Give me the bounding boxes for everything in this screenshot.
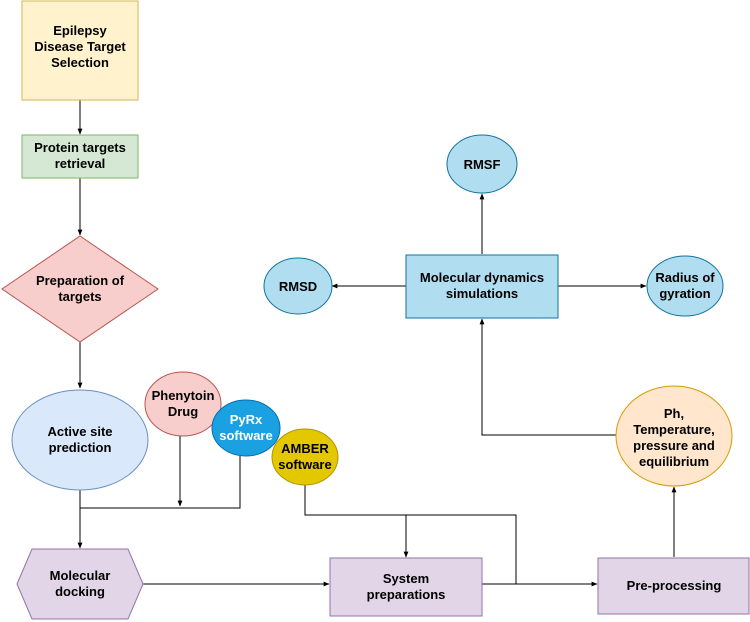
ph-temperature-ellipse bbox=[615, 385, 733, 487]
epilepsy-label-line: Disease Target bbox=[34, 39, 126, 54]
rmsf-ellipse bbox=[446, 134, 518, 194]
epilepsy-box bbox=[21, 0, 139, 101]
edge-pyrx-to-docking-path bbox=[80, 456, 241, 509]
system_prep-label-line: preparations bbox=[367, 587, 446, 602]
preprocessing-label-line: Pre-processing bbox=[627, 578, 722, 593]
protein-box bbox=[21, 134, 139, 179]
system-prep-box bbox=[329, 557, 483, 617]
active_site-label-line: prediction bbox=[49, 440, 112, 455]
pyrx-label-line: PyRx bbox=[230, 412, 263, 427]
preprocessing-label: Pre-processing bbox=[627, 578, 722, 593]
ph_temp-label-line: equilibrium bbox=[639, 454, 709, 469]
pyrx-label-line: software bbox=[219, 428, 272, 443]
radius-ellipse bbox=[646, 255, 724, 317]
rmsf-label: RMSF bbox=[464, 157, 501, 172]
radius-label-line: Radius of bbox=[655, 270, 715, 285]
rmsd-label: RMSD bbox=[279, 279, 317, 294]
ph_temp-label-line: pressure and bbox=[633, 438, 715, 453]
amber-ellipse bbox=[271, 428, 339, 486]
protein-label-line: Protein targets bbox=[34, 140, 126, 155]
amber-label-line: AMBER bbox=[281, 441, 329, 456]
phenytoin-label-line: Phenytoin bbox=[152, 388, 215, 403]
rmsd-label-line: RMSD bbox=[279, 279, 317, 294]
pyrx-ellipse bbox=[211, 399, 281, 457]
preprocessing-box bbox=[597, 557, 750, 615]
preparation-diamond bbox=[1, 235, 159, 343]
edges bbox=[77, 100, 677, 587]
rmsf-label-line: RMSF bbox=[464, 157, 501, 172]
edge-amber-to-system-prep bbox=[304, 484, 409, 558]
edge-amber-branch-to-preprocessing bbox=[406, 514, 517, 584]
docking-label-line: Molecular bbox=[50, 568, 111, 583]
ph_temp-label-line: Temperature, bbox=[633, 422, 714, 437]
node-pre-processing: Pre-processing bbox=[597, 557, 750, 615]
node-rmsf: RMSF bbox=[446, 134, 518, 194]
amber-label-line: software bbox=[278, 457, 331, 472]
edge-ph-to-md bbox=[479, 318, 616, 436]
md-box bbox=[405, 254, 559, 319]
phenytoin-label-line: Drug bbox=[168, 404, 198, 419]
active-site-ellipse bbox=[11, 389, 149, 491]
active_site-label-line: Active site bbox=[47, 424, 112, 439]
radius-label-line: gyration bbox=[659, 286, 710, 301]
epilepsy-label-line: Epilepsy bbox=[53, 23, 107, 38]
md-label-line: simulations bbox=[446, 286, 518, 301]
phenytoin-ellipse bbox=[144, 371, 222, 437]
rmsd-ellipse bbox=[263, 257, 333, 315]
protein-label-line: retrieval bbox=[55, 156, 106, 171]
prep_targets-label-line: targets bbox=[58, 289, 101, 304]
ph_temp-label-line: Ph, bbox=[664, 406, 684, 421]
md-label-line: Molecular dynamics bbox=[420, 270, 544, 285]
node-rmsd: RMSD bbox=[263, 257, 333, 315]
epilepsy-label-line: Selection bbox=[51, 55, 109, 70]
docking-label-line: docking bbox=[55, 584, 105, 599]
docking-hexagon bbox=[16, 548, 144, 620]
system_prep-label-line: System bbox=[383, 571, 429, 586]
prep_targets-label-line: Preparation of bbox=[36, 273, 125, 288]
